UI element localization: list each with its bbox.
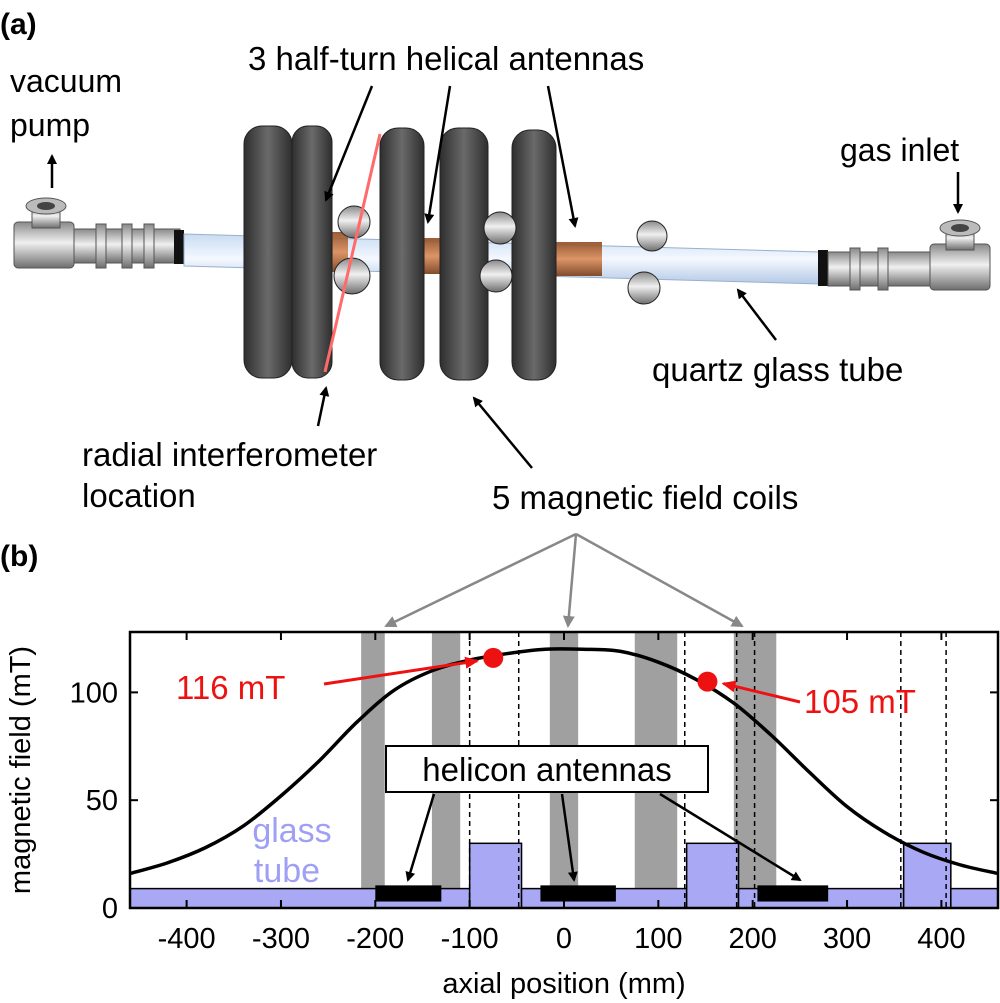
interferometer-beam <box>323 133 382 373</box>
arrow-antenna-2 <box>424 85 452 224</box>
interferometer-label-line1: radial interferometer <box>82 436 377 473</box>
arrow-antenna-3 <box>546 85 579 228</box>
interferometer-label-line2: location <box>82 477 196 514</box>
y-tick-label-1: 0 <box>102 893 118 925</box>
y-axis-label: magnetic field (mT) <box>5 646 37 894</box>
arrow-coils-a <box>472 396 533 469</box>
antennas-label: 3 half-turn helical antennas <box>248 40 644 77</box>
field-curve <box>129 647 999 876</box>
panel-b: (b) 116 mT 105 mT -400 -300 -200 -100 0 100 200… <box>0 540 1000 1000</box>
x-tick-label-5: 0 <box>556 923 572 955</box>
x-tick-label-4: -100 <box>441 923 499 955</box>
glass-segment-2 <box>468 842 523 909</box>
antenna-bar-3 <box>757 885 829 902</box>
measurement-points: 116 mT 105 mT <box>176 647 916 720</box>
pump-label-line2: pump <box>10 107 90 143</box>
measurement-point-2 <box>697 671 718 692</box>
measurement-label-1: 116 mT <box>176 669 285 706</box>
y-tick-label-3: 100 <box>70 677 118 709</box>
antenna-bars <box>375 885 829 902</box>
y-ticks: 0 50 100 <box>70 677 998 925</box>
x-tick-label-7: 200 <box>729 923 777 955</box>
measurement-arrow-1 <box>323 656 480 686</box>
field-plot: 116 mT 105 mT -400 -300 -200 -100 0 100 200 300 4… <box>70 630 1000 955</box>
x-tick-label-3: -200 <box>346 923 404 955</box>
measurement-arrow-2 <box>721 680 801 704</box>
coil-bar-1 <box>361 632 385 908</box>
antenna-bar-2 <box>540 885 616 902</box>
x-tick-label-2: -300 <box>252 923 310 955</box>
arrow-interferometer <box>316 386 330 427</box>
glass-segment-4 <box>685 842 740 909</box>
arrow-helicon-3 <box>659 792 802 882</box>
panel-a-label: (a) <box>0 8 37 41</box>
arrow-coils-b-left <box>384 532 577 628</box>
tube-label: quartz glass tube <box>652 351 903 388</box>
antenna-bar-1 <box>375 885 442 902</box>
coils-label: 5 magnetic field coils <box>492 479 798 516</box>
arrow-coils-b-center <box>562 533 578 628</box>
glass-segment-7 <box>950 887 999 909</box>
x-tick-label-8: 300 <box>823 923 871 955</box>
measurement-point-1 <box>483 647 504 668</box>
vacuum-pump-fitting <box>13 197 184 269</box>
gas-inlet-label: gas inlet <box>840 132 959 168</box>
arrow-helicon-2 <box>560 793 578 882</box>
gas-inlet-fitting <box>818 219 991 291</box>
arrow-coils-b-right <box>575 532 744 628</box>
arrow-tube <box>736 288 777 341</box>
x-tick-label-6: 100 <box>634 923 682 955</box>
glass-label-line1: glass <box>252 812 331 850</box>
x-axis-label: axial position (mm) <box>442 968 685 1000</box>
measurement-label-2: 105 mT <box>804 683 916 720</box>
panel-a: (a) <box>0 8 991 628</box>
glass-label-line2: tube <box>254 852 320 890</box>
arrow-antenna-1 <box>324 85 374 202</box>
pump-label-line1: vacuum <box>10 63 122 99</box>
arrow-helicon-1 <box>405 793 436 882</box>
helicon-label: helicon antennas <box>422 751 672 788</box>
x-ticks: -400 -300 -200 -100 0 100 200 300 400 <box>158 632 966 955</box>
helicon-label-box <box>385 745 709 793</box>
magnetic-coils <box>243 125 557 381</box>
panel-b-label: (b) <box>0 540 38 573</box>
y-tick-label-2: 50 <box>86 785 118 817</box>
x-tick-label-9: 400 <box>917 923 965 955</box>
x-tick-label-1: -400 <box>158 923 216 955</box>
